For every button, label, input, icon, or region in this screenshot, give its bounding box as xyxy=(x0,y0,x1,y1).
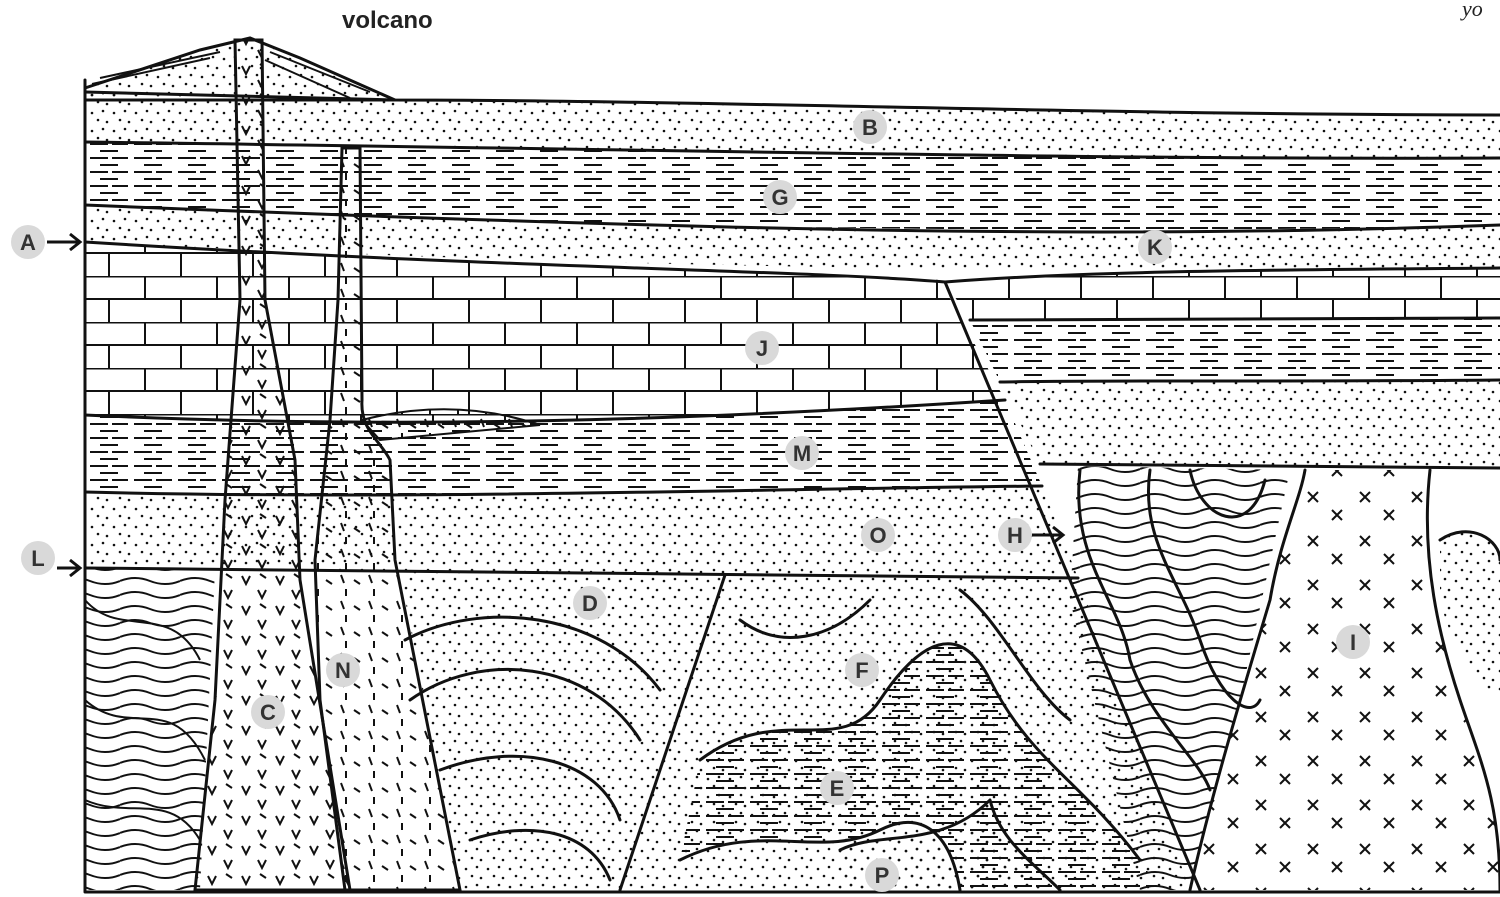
label-text-m: M xyxy=(793,441,811,466)
label-f: F xyxy=(845,653,879,687)
label-o: O xyxy=(861,518,895,552)
label-text-h: H xyxy=(1007,523,1023,548)
label-d: D xyxy=(573,586,607,620)
label-n: N xyxy=(326,653,360,687)
label-e: E xyxy=(820,771,854,805)
label-text-k: K xyxy=(1147,235,1163,260)
label-h: H xyxy=(998,518,1032,552)
arrow-l xyxy=(57,560,80,576)
right-block-sand xyxy=(1000,380,1500,468)
label-text-c: C xyxy=(260,700,276,725)
volcano-title: volcano xyxy=(342,7,433,34)
label-c: C xyxy=(251,695,285,729)
label-j: J xyxy=(745,331,779,365)
right-block-shale xyxy=(970,318,1500,382)
label-text-p: P xyxy=(875,863,890,888)
corner-mark: yo xyxy=(1460,0,1483,21)
label-text-o: O xyxy=(869,523,886,548)
label-g: G xyxy=(763,180,797,214)
label-text-d: D xyxy=(582,591,598,616)
label-m: M xyxy=(785,436,819,470)
label-text-g: G xyxy=(771,185,788,210)
label-l: L xyxy=(21,541,55,575)
label-text-e: E xyxy=(830,776,845,801)
label-text-b: B xyxy=(862,115,878,140)
label-b: B xyxy=(853,110,887,144)
label-text-l: L xyxy=(31,546,44,571)
label-text-a: A xyxy=(20,230,36,255)
label-text-f: F xyxy=(855,658,868,683)
label-text-i: I xyxy=(1350,630,1356,655)
label-text-j: J xyxy=(756,336,768,361)
label-a: A xyxy=(11,225,45,259)
layer-j xyxy=(85,242,1005,422)
arrow-a xyxy=(47,234,80,250)
label-p: P xyxy=(865,858,899,892)
label-i: I xyxy=(1336,625,1370,659)
label-text-n: N xyxy=(335,658,351,683)
label-k: K xyxy=(1138,230,1172,264)
